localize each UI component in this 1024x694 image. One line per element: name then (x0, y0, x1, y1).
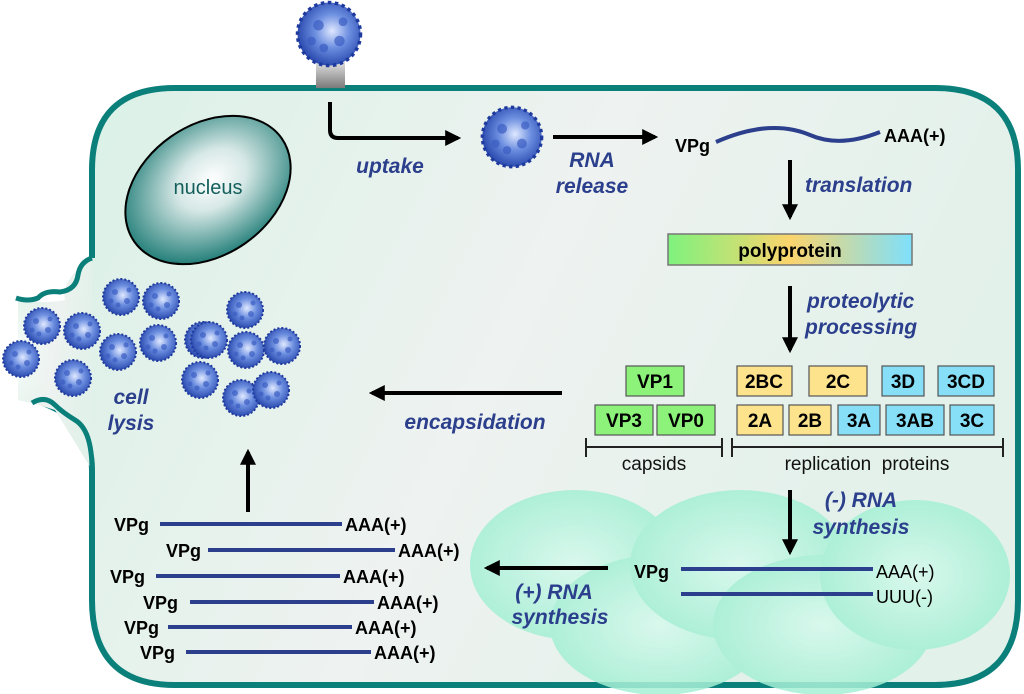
protein-label-3cd: 3CD (947, 372, 985, 393)
virion-icon (263, 327, 301, 365)
protein-box-vp0 (656, 404, 716, 436)
progeny-poly-a-label: AAA(+) (343, 567, 405, 587)
virion-icon (23, 307, 61, 345)
polyprotein-bar (667, 233, 913, 266)
protein-box-3c (949, 404, 995, 436)
protein-label-2a: 2A (748, 411, 773, 432)
progeny-poly-a-label: AAA(+) (345, 515, 407, 535)
attached-virion-icon (295, 0, 363, 68)
protein-label-3d: 3D (891, 372, 915, 393)
genome-rna-strand (715, 125, 881, 144)
step-plus-synthesis-1: (+) RNA (515, 581, 593, 604)
virion-icon (63, 312, 101, 350)
protein-label-2bc: 2BC (745, 372, 783, 393)
protein-box-3cd (937, 365, 995, 397)
progeny-vpg-label: VPg (140, 643, 175, 663)
protein-label-3ab: 3AB (896, 411, 934, 432)
step-cell-lysis-1: cell (113, 386, 149, 409)
progeny-poly-a-label: AAA(+) (355, 618, 417, 638)
nucleus-label: nucleus (174, 177, 243, 199)
protein-label-3c: 3C (960, 411, 985, 432)
step-uptake: uptake (356, 155, 424, 178)
step-rna-release-2: release (556, 175, 629, 198)
virion-icon (227, 331, 265, 369)
receptor-stem (316, 62, 345, 88)
progeny-vpg-label: VPg (166, 541, 201, 561)
virion-icon (99, 333, 137, 371)
step-rna-release-1: RNA (569, 149, 615, 172)
virion-icon (54, 359, 92, 397)
protein-box-2b (788, 404, 832, 436)
protein-label-vp3: VP3 (606, 411, 642, 432)
progeny-poly-a-label: AAA(+) (377, 593, 439, 613)
protein-box-3d (881, 365, 925, 397)
step-proteolytic-2: processing (804, 316, 917, 339)
step-plus-synthesis-2: synthesis (512, 606, 609, 629)
virion-icon (102, 278, 140, 316)
genome-poly-a-label: AAA(+) (884, 126, 946, 146)
protein-label-vp1: VP1 (637, 372, 673, 393)
protein-label-2b: 2B (798, 411, 822, 432)
genome-vpg-label: VPg (675, 136, 710, 156)
progeny-vpg-label: VPg (143, 593, 178, 613)
protein-label-vp0: VP0 (668, 411, 704, 432)
step-minus-synthesis-2: synthesis (813, 516, 910, 539)
torn-membrane-upper (15, 255, 93, 303)
replication-bracket (731, 438, 1004, 457)
nucleus (124, 114, 292, 266)
protein-label-2c: 2C (826, 372, 851, 393)
progeny-poly-a-label: AAA(+) (374, 643, 436, 663)
virion-icon (181, 361, 219, 399)
protein-box-vp3 (594, 404, 654, 436)
ri-minus-end-label: UUU(-) (876, 587, 933, 607)
protein-box-3a (837, 404, 881, 436)
step-cell-lysis-2: lysis (108, 412, 155, 435)
internalized-virion-icon (480, 105, 544, 169)
protein-label-3a: 3A (847, 411, 872, 432)
torn-membrane-lower (30, 397, 95, 471)
replication-complex (470, 490, 1010, 694)
bracket-label-capsids: capsids (622, 454, 686, 475)
protein-box-3ab (885, 404, 945, 436)
protein-box-vp1 (625, 365, 685, 397)
progeny-vpg-label: VPg (110, 567, 145, 587)
virion-icon (252, 371, 290, 409)
virion-icon (142, 282, 180, 320)
progeny-vpg-label: VPg (124, 618, 159, 638)
progeny-poly-a-label: AAA(+) (398, 541, 460, 561)
protein-box-2a (736, 404, 784, 436)
replication-proteins: 2BC 2C 3D 3CD 2A 2B 3A 3AB 3C (736, 365, 995, 436)
ri-vpg-label: VPg (634, 562, 669, 582)
step-minus-synthesis-1: (-) RNA (825, 489, 897, 512)
protein-box-2c (808, 365, 868, 397)
virion-icon (226, 291, 264, 329)
step-encapsidation: encapsidation (404, 411, 545, 434)
membrane-vesicle (820, 500, 1010, 650)
virion-icon (2, 340, 40, 378)
uptake-arrow (328, 102, 462, 146)
polyprotein-label: polyprotein (738, 241, 841, 262)
step-translation: translation (805, 174, 912, 197)
virion-icon (139, 324, 177, 362)
ri-plus-end-label: AAA(+) (876, 562, 935, 582)
capsids-bracket (585, 438, 723, 457)
protein-box-2bc (736, 365, 793, 397)
progeny-vpg-label: VPg (114, 515, 149, 535)
virion-icon (190, 321, 228, 359)
bracket-label-replication: replication proteins (785, 454, 950, 475)
capsid-proteins: VP1 VP3 VP0 (594, 365, 716, 436)
step-proteolytic-1: proteolytic (806, 290, 915, 313)
